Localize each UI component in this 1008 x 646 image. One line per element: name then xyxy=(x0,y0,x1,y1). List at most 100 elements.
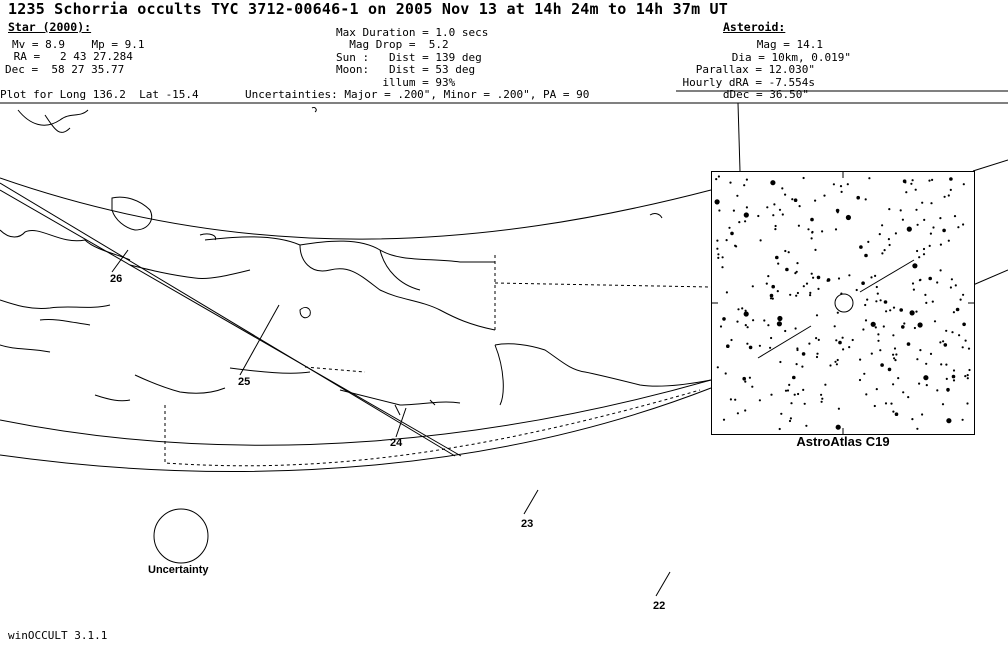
star-dot xyxy=(793,198,798,202)
star-dot xyxy=(915,310,918,313)
star-dot xyxy=(906,342,911,346)
star-dot xyxy=(795,363,798,366)
star-dot xyxy=(848,274,851,277)
star-dot xyxy=(765,282,768,285)
star-dot xyxy=(887,367,892,372)
star-dot xyxy=(941,403,945,406)
star-dot xyxy=(845,214,851,221)
star-dot xyxy=(808,342,811,345)
star-dot xyxy=(888,208,891,211)
star-dot xyxy=(929,232,932,235)
star-dot xyxy=(856,195,860,200)
star-dot xyxy=(780,412,783,415)
star-dot xyxy=(814,248,817,251)
star-dot xyxy=(864,253,868,258)
star-dot xyxy=(881,224,884,227)
star-dot xyxy=(922,253,926,256)
star-dot xyxy=(716,239,719,242)
star-dot xyxy=(867,240,870,243)
star-dot xyxy=(741,307,744,310)
star-dot xyxy=(793,393,796,396)
star-dot xyxy=(745,206,748,209)
star-dot xyxy=(758,344,761,347)
star-dot xyxy=(878,233,881,236)
star-dot xyxy=(899,308,903,312)
star-dot xyxy=(945,329,948,332)
star-dot xyxy=(894,232,897,235)
star-dot xyxy=(798,205,801,208)
star-dot xyxy=(809,291,812,294)
star-dot xyxy=(939,341,942,344)
star-ra: RA = 2 43 27.284 xyxy=(7,50,133,63)
star-dot xyxy=(805,282,809,285)
star-dot xyxy=(744,220,747,223)
star-dot xyxy=(769,297,773,300)
star-dot xyxy=(947,194,950,197)
star-dot xyxy=(968,368,971,372)
southern-limit-curve-lower xyxy=(0,387,712,472)
star-dot xyxy=(967,347,971,350)
star-dot xyxy=(791,198,794,201)
star-dot xyxy=(859,358,862,361)
star-dot xyxy=(917,322,923,328)
asteroid-ddec: dDec = 36.50" xyxy=(722,88,809,101)
star-dot xyxy=(820,393,823,396)
star-dot xyxy=(729,181,732,184)
star-dot xyxy=(883,300,888,304)
star-dot xyxy=(952,369,956,372)
star-dot xyxy=(734,244,737,247)
star-dot xyxy=(814,199,817,202)
star-dot xyxy=(916,427,919,430)
star-dot xyxy=(949,286,952,289)
star-dot xyxy=(954,284,957,287)
star-dot xyxy=(911,179,914,182)
star-dot xyxy=(877,333,880,336)
asteroid-heading: Asteroid: xyxy=(723,20,786,34)
star-dot xyxy=(829,364,832,367)
star-dot xyxy=(939,217,942,220)
star-dot xyxy=(945,363,948,366)
target-star-circle xyxy=(834,293,854,313)
star-dot xyxy=(772,214,775,217)
star-dot xyxy=(776,321,782,327)
star-dot xyxy=(781,187,784,190)
star-dot xyxy=(864,303,867,307)
star-dot xyxy=(907,396,910,399)
star-dot xyxy=(840,190,843,193)
star-dot xyxy=(966,402,969,405)
star-dot xyxy=(715,178,718,181)
star-dot xyxy=(816,352,819,355)
coastline-peninsula xyxy=(494,343,712,406)
dashed-border xyxy=(164,389,701,467)
star-dot xyxy=(717,253,720,256)
star-dot xyxy=(915,208,918,211)
northern-limit-curve xyxy=(972,159,1008,172)
star-dot xyxy=(836,358,839,362)
star-dot xyxy=(949,188,952,191)
star-dot xyxy=(925,301,928,304)
star-dot xyxy=(730,231,734,236)
star-dot xyxy=(893,357,896,360)
star-dot xyxy=(821,230,824,233)
star-dot xyxy=(910,182,913,185)
sun-distance: Sun : Dist = 139 deg xyxy=(336,51,482,64)
star-dot xyxy=(930,202,933,205)
star-dot xyxy=(777,315,783,322)
star-dot xyxy=(959,298,962,301)
page-title: 1235 Schorria occults TYC 3712-00646-1 o… xyxy=(8,0,728,18)
star-dot xyxy=(722,418,726,421)
star-dot xyxy=(833,325,836,328)
star-heading: Star (2000): xyxy=(8,20,92,34)
star-dot xyxy=(961,418,964,421)
star-dot xyxy=(718,209,721,212)
star-dot xyxy=(817,338,820,341)
asteroid-mag: Mag = 14.1 xyxy=(756,38,823,51)
star-dot xyxy=(841,336,844,339)
star-dot xyxy=(784,249,787,253)
star-dot xyxy=(923,218,926,221)
star-dot xyxy=(906,226,912,232)
star-dot xyxy=(751,285,754,288)
star-dot xyxy=(885,310,888,313)
star-dot xyxy=(952,311,955,314)
